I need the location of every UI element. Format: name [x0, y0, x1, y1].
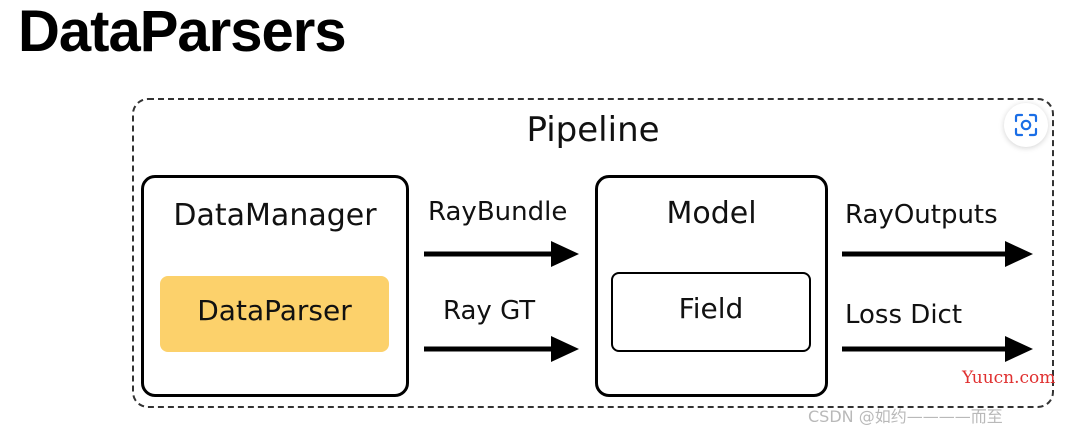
watermark-csdn: CSDN @如约————而至 [808, 407, 1003, 426]
edge-label-rayoutputs: RayOutputs [845, 200, 998, 230]
model-box [595, 175, 828, 397]
scan-icon [1014, 113, 1038, 137]
page-title: DataParsers [18, 0, 347, 64]
ray-gt-arrowhead [551, 336, 579, 362]
data-parser-box [160, 276, 389, 352]
ray-outputs-arrowhead [1005, 241, 1033, 267]
edge-label-raybundle: RayBundle [428, 197, 568, 227]
field-label: Field [678, 292, 744, 325]
pipeline-container: Pipeline [132, 98, 1054, 408]
edge-label-loss-dict: Loss Dict [845, 300, 963, 330]
field-box [611, 272, 811, 352]
pipeline-label: Pipeline [526, 110, 660, 150]
data-parser-label: DataParser [197, 294, 352, 327]
loss-dict-arrowhead [1005, 336, 1033, 362]
model-label: Model [666, 196, 757, 231]
edge-label-ray-gt: Ray GT [443, 296, 536, 326]
watermark-site: Yuucn.com [962, 368, 1056, 388]
ray-bundle-arrowhead [551, 241, 579, 267]
visual-search-button[interactable] [1004, 103, 1048, 147]
data-manager-label: DataManager [173, 198, 377, 233]
